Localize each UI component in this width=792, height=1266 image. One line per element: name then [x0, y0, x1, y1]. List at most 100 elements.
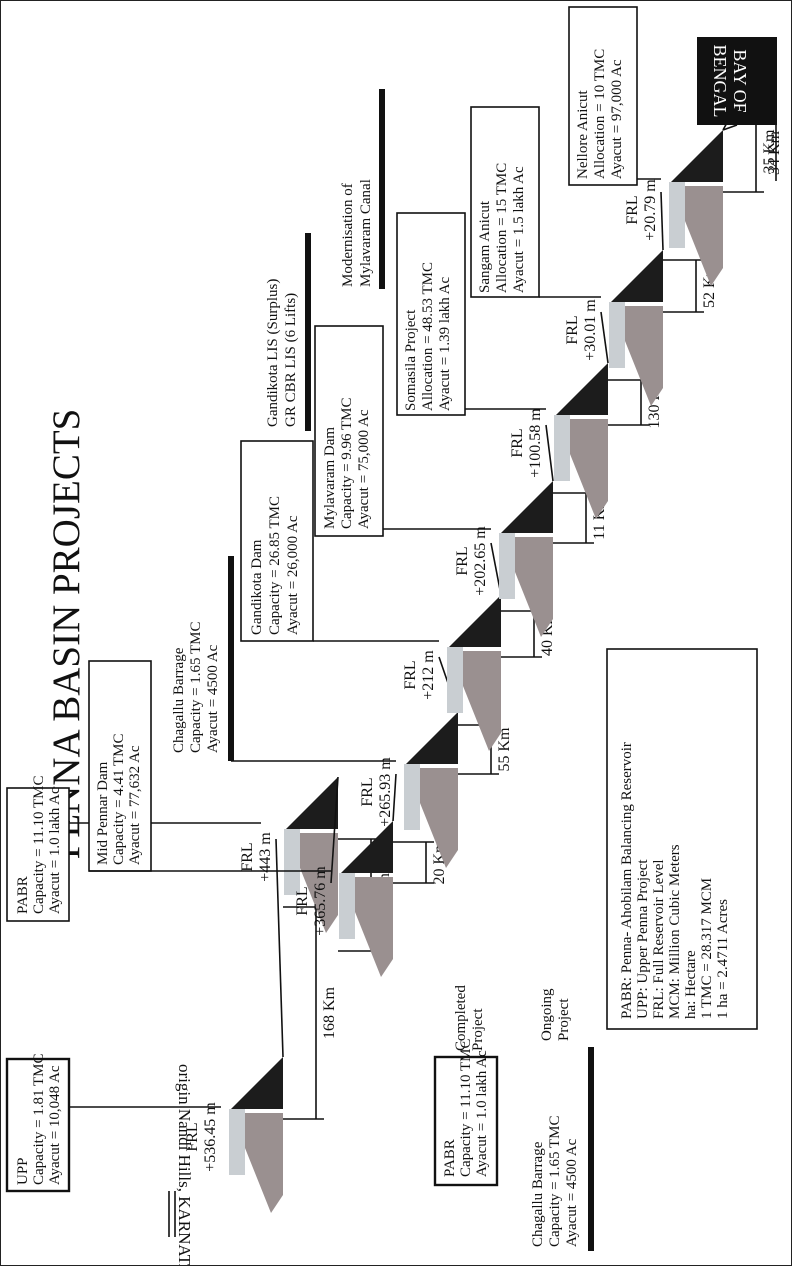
upp-capacity: Capacity = 1.81 TMC [31, 1053, 47, 1185]
mid-pennar-name: Mid Pennar Dam [95, 761, 111, 865]
dam-crest-1 [284, 829, 300, 895]
frl-label-0: FRL [184, 1122, 201, 1151]
distance-label-8: 35 Km [761, 129, 778, 174]
frl-value-6: +100.58 m [527, 408, 544, 478]
dam-crest-7 [609, 302, 625, 368]
mylavaram-box [314, 325, 384, 537]
abbreviation-line: PABR: Penna- Ahobilam Balancing Reservoi… [619, 742, 635, 1019]
dam-body-5 [501, 481, 553, 533]
frl-value-0: +536.45 m [202, 1102, 219, 1172]
gandikota-lis-line-2: GR CBR LIS (6 Lifts) [283, 293, 299, 427]
legend-completed-sample-box [433, 1055, 499, 1187]
legend-completed-line-2: Project [470, 1008, 486, 1051]
gandikota-name: Gandikota Dam [249, 539, 265, 635]
gandikota-ayacut: Ayacut = 26,000 Ac [285, 515, 301, 635]
somasila-name: Somasila Project [403, 309, 419, 411]
frl-label-6: FRL [509, 428, 526, 457]
sangam-name: Sangam Anicut [477, 200, 493, 293]
chagallu-capacity: Capacity = 1.65 TMC [188, 621, 204, 753]
mylavaram-canal-line-2: Mylavaram Canal [358, 179, 374, 287]
page-title: PENNA BASIN PROJECTS [45, 409, 88, 860]
nellore-box [568, 6, 638, 186]
frl-value-1: +443 m [257, 832, 274, 882]
abbreviation-line: UPP: Upper Penna Project [635, 859, 651, 1019]
sea-label-line-2: BENGAL [710, 45, 730, 118]
frl-label-4: FRL [402, 660, 419, 689]
dam-body-3 [406, 712, 458, 764]
mid-pennar-box [88, 660, 152, 872]
dam-crest-8 [669, 182, 685, 248]
pabr-ayacut: Ayacut = 1.0 lakh Ac [47, 787, 63, 914]
frl-label-5: FRL [454, 546, 471, 575]
pabr-box [6, 787, 70, 922]
sangam-allocation: Allocation = 15 TMC [494, 163, 510, 293]
legend-sample-completed-capacity: Capacity = 11.10 TMC [458, 1039, 474, 1177]
dam-crest-2 [339, 873, 355, 939]
chagallu-name: Chagallu Barrage [171, 647, 187, 753]
river-segment-1 [330, 776, 339, 884]
dam-body-8 [671, 130, 723, 182]
sea-distance-label: 34 Km [766, 130, 783, 175]
sea-label-line-1: BAY OF [730, 49, 750, 112]
pabr-name: PABR [15, 876, 31, 914]
gandikota-lis-line-1: Gandikota LIS (Surplus) [265, 279, 281, 427]
dam-crest-5 [499, 533, 515, 599]
frl-label-3: FRL [359, 777, 376, 806]
river-segment-0 [275, 838, 284, 1058]
legend-ongoing-line-2: Project [556, 998, 572, 1041]
sangam-box [470, 106, 540, 298]
upp-ayacut: Ayacut = 10,048 Ac [47, 1065, 63, 1185]
upp-name: UPP [15, 1157, 31, 1185]
nellore-ayacut: Ayacut = 97,000 Ac [609, 59, 625, 179]
pabr-capacity: Capacity = 11.10 TMC [31, 776, 47, 914]
dam-crest-4 [447, 647, 463, 713]
abbreviation-line: 1 ha = 2.4711 Acres [715, 899, 731, 1019]
frl-value-8: +20.79 m [642, 179, 659, 241]
frl-value-7: +30.01 m [582, 299, 599, 361]
river-to-sea [722, 124, 738, 131]
frl-value-2: +365.76 m [312, 866, 329, 936]
upp-box [5, 1057, 71, 1193]
origin-label: origin Nandi Hills, KARNATAKA [175, 1064, 194, 1266]
dam-body-4 [449, 595, 501, 647]
mylavaram-capacity: Capacity = 9.96 TMC [339, 397, 355, 529]
dam-body-7 [611, 250, 663, 302]
legend-sample-completed-ayacut: Ayacut = 1.0 lakh Ac [474, 1050, 490, 1177]
frl-label-1: FRL [239, 842, 256, 871]
abbreviations-box [606, 648, 758, 1030]
gandikota-capacity: Capacity = 26.85 TMC [267, 496, 283, 635]
nellore-name: Nellore Anicut [575, 89, 591, 179]
river-segment-6 [600, 311, 609, 364]
river-segment-7 [660, 191, 664, 251]
somasila-ayacut: Ayacut = 1.39 lakh Ac [437, 277, 453, 411]
frl-value-3: +265.93 m [377, 757, 394, 827]
abbreviation-line: 1 TMC = 28.317 MCM [699, 878, 715, 1019]
dam-body-6 [556, 363, 608, 415]
abbreviations-list: PABR: Penna- Ahobilam Balancing Reservoi… [619, 742, 731, 1019]
legend-sample-ongoing-ayacut: Ayacut = 4500 Ac [564, 1138, 580, 1247]
dam-crest-3 [404, 764, 420, 830]
mylavaram-ayacut: Ayacut = 75,000 Ac [356, 409, 372, 529]
dam-body-0 [231, 1057, 283, 1109]
dam-body-1 [286, 777, 338, 829]
mid-pennar-ayacut: Ayacut = 77,632 Ac [127, 745, 143, 865]
legend-ongoing-line-1: Ongoing [539, 988, 555, 1041]
dam-crest-0 [229, 1109, 245, 1175]
legend-sample-ongoing-capacity: Capacity = 1.65 TMC [547, 1115, 563, 1247]
frl-value-4: +212 m [420, 650, 437, 700]
river-segment-5 [545, 424, 554, 482]
sangam-ayacut: Ayacut = 1.5 lakh Ac [511, 166, 527, 293]
mylavaram-canal-line-1: Modernisation of [340, 183, 356, 287]
somasila-allocation: Allocation = 48.53 TMC [420, 262, 436, 411]
chagallu-ayacut: Ayacut = 4500 Ac [205, 644, 221, 753]
abbreviation-line: MCM: Million Cubic Meters [667, 844, 683, 1019]
abbreviation-line: FRL: Full Reservoir Level [651, 859, 667, 1019]
distance-label-3: 55 Km [496, 727, 513, 772]
frl-label-7: FRL [564, 315, 581, 344]
mylavaram-name: Mylavaram Dam [322, 427, 338, 529]
legend-completed-line-1: Completed [453, 985, 469, 1051]
distance-label-0: 168 Km [321, 986, 338, 1039]
